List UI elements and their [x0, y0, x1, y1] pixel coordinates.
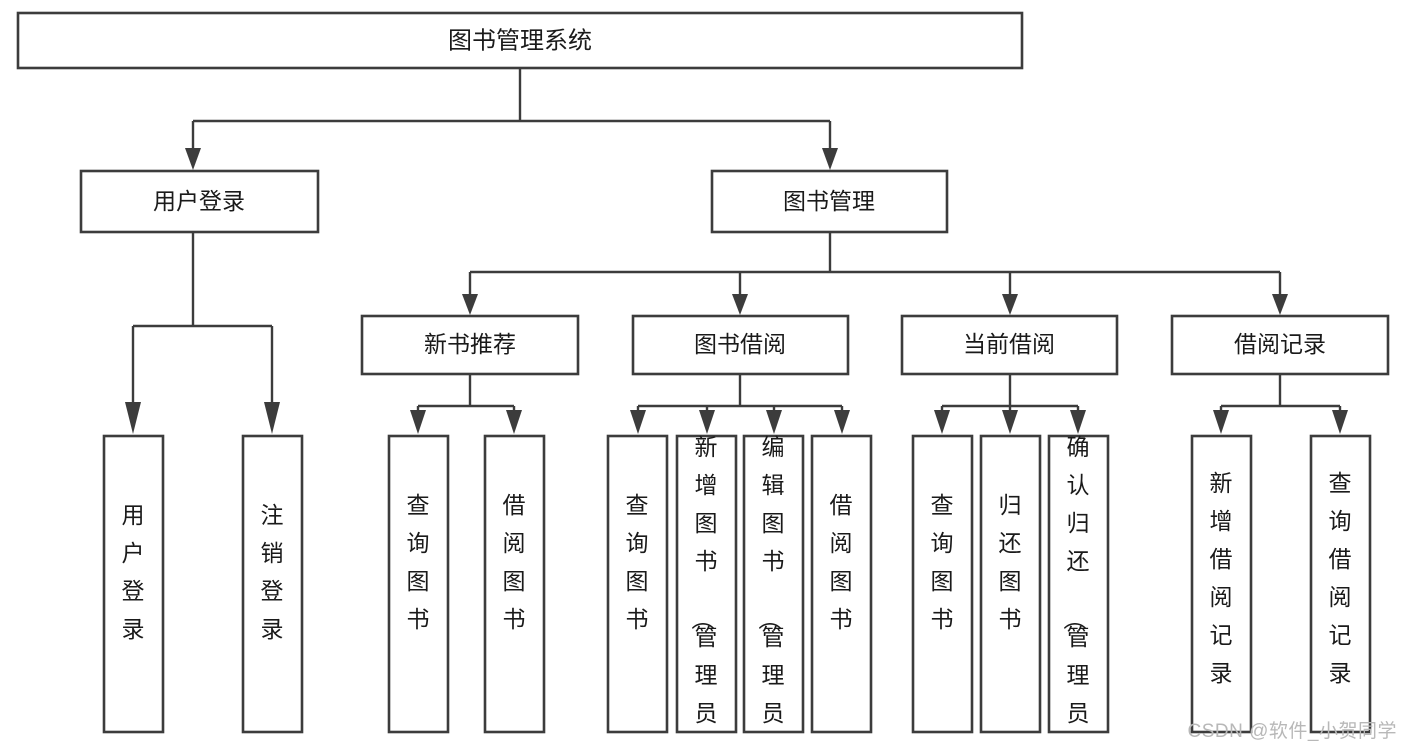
leaf-new-book-1-box: [387, 434, 450, 734]
leaf-borrow-record-1-box: [1190, 434, 1253, 734]
leaf-book-borrow-4-label: 借阅图书: [830, 492, 853, 632]
leaf-borrow-record-2-label: 查询借阅记录: [1329, 470, 1352, 686]
node-current-borrow-label: 当前借阅: [963, 331, 1055, 357]
node-borrow-record-box: [1170, 314, 1390, 376]
arrow-to-new-book-recommend: [462, 294, 478, 315]
leaf-user-login-2-label: 注销登录: [261, 502, 284, 642]
node-root[interactable]: 图书管理系统: [16, 11, 1024, 70]
leaf-book-borrow-2-box: [675, 434, 738, 734]
leaf-book-borrow-1-box: [606, 434, 669, 734]
leaf-book-borrow-1-label: 查询图书: [626, 492, 649, 632]
node-book-management[interactable]: 图书管理: [710, 169, 949, 234]
node-user-login[interactable]: 用户登录: [79, 169, 320, 234]
arrow-root-to-book-mgmt: [822, 148, 838, 170]
leaf-user-login-1[interactable]: 用户登录: [102, 434, 165, 734]
arrow-current-borrow-leaf-1: [934, 410, 950, 434]
node-new-book-recommend[interactable]: 新书推荐: [360, 314, 580, 376]
leaf-book-borrow-1[interactable]: 查询图书: [606, 434, 669, 734]
leaf-current-borrow-1-box: [911, 434, 974, 734]
arrow-new-book-leaf-1: [410, 410, 426, 434]
arrow-to-borrow-record: [1272, 294, 1288, 315]
arrow-current-borrow-leaf-3: [1070, 410, 1086, 434]
leaf-book-borrow-4-box: [810, 434, 873, 734]
leaf-book-borrow-2-label: 新增图书（管理员）: [690, 434, 718, 747]
leaf-new-book-1[interactable]: 查询图书: [387, 434, 450, 734]
node-book-borrow[interactable]: 图书借阅: [631, 314, 850, 376]
leaf-borrow-record-1-label: 新增借阅记录: [1210, 470, 1233, 686]
node-book-borrow-label: 图书借阅: [694, 331, 786, 357]
node-borrow-record[interactable]: 借阅记录: [1170, 314, 1390, 376]
leaf-current-borrow-3-label: 确认归还（管理员）: [1062, 434, 1090, 747]
leaf-book-borrow-4[interactable]: 借阅图书: [810, 434, 873, 734]
csdn-watermark: CSDN @软件_小贺同学: [1187, 721, 1397, 742]
arrow-borrow-record-leaf-2: [1332, 410, 1348, 434]
arrow-user-login-leaf-1: [125, 402, 141, 434]
leaf-current-borrow-1[interactable]: 查询图书: [911, 434, 974, 734]
leaf-current-borrow-3[interactable]: 确认归还（管理员）: [1047, 434, 1110, 747]
connector-layer: [125, 68, 1348, 434]
leaf-current-borrow-1-label: 查询图书: [931, 492, 954, 632]
node-book-borrow-box: [631, 314, 850, 376]
arrow-to-book-borrow: [732, 294, 748, 315]
node-root-box: [16, 11, 1024, 70]
node-borrow-record-label: 借阅记录: [1234, 331, 1326, 357]
leaf-user-login-2[interactable]: 注销登录: [241, 434, 304, 734]
node-book-management-box: [710, 169, 949, 234]
leaf-current-borrow-2[interactable]: 归还图书: [979, 434, 1042, 734]
leaf-current-borrow-3-box: [1047, 434, 1110, 734]
leaf-new-book-2[interactable]: 借阅图书: [483, 434, 546, 734]
arrow-book-borrow-leaf-2: [699, 410, 715, 434]
leaf-new-book-2-label: 借阅图书: [503, 492, 526, 632]
arrow-to-current-borrow: [1002, 294, 1018, 315]
leaf-book-borrow-2[interactable]: 新增图书（管理员）: [675, 434, 738, 747]
node-current-borrow-box: [900, 314, 1119, 376]
node-root-label: 图书管理系统: [448, 27, 592, 54]
leaf-current-borrow-2-box: [979, 434, 1042, 734]
leaf-book-borrow-3[interactable]: 编辑图书（管理员）: [742, 434, 805, 747]
arrow-borrow-record-leaf-1: [1213, 410, 1229, 434]
arrow-new-book-leaf-2: [506, 410, 522, 434]
leaf-new-book-1-label: 查询图书: [407, 492, 430, 632]
leaf-borrow-record-2-box: [1309, 434, 1372, 734]
leaf-current-borrow-2-label: 归还图书: [999, 492, 1022, 632]
leaf-user-login-1-box: [102, 434, 165, 734]
node-user-login-label: 用户登录: [153, 188, 245, 214]
leaf-book-borrow-3-box: [742, 434, 805, 734]
arrow-user-login-leaf-2: [264, 402, 280, 434]
arrow-current-borrow-leaf-2: [1002, 410, 1018, 434]
leaf-book-borrow-3-label: 编辑图书（管理员）: [757, 434, 785, 747]
leaf-new-book-2-box: [483, 434, 546, 734]
leaf-borrow-record-2[interactable]: 查询借阅记录: [1309, 434, 1372, 734]
leaf-user-login-2-box: [241, 434, 304, 734]
arrow-book-borrow-leaf-3: [766, 410, 782, 434]
node-new-book-recommend-label: 新书推荐: [424, 331, 516, 357]
node-book-management-label: 图书管理: [783, 188, 875, 214]
arrow-book-borrow-leaf-4: [834, 410, 850, 434]
leaf-user-login-1-label: 用户登录: [122, 502, 145, 642]
node-user-login-box: [79, 169, 320, 234]
leaf-borrow-record-1[interactable]: 新增借阅记录: [1190, 434, 1253, 734]
node-new-book-recommend-box: [360, 314, 580, 376]
arrow-root-to-user-login: [185, 148, 201, 170]
arrow-book-borrow-leaf-1: [630, 410, 646, 434]
node-current-borrow[interactable]: 当前借阅: [900, 314, 1119, 376]
